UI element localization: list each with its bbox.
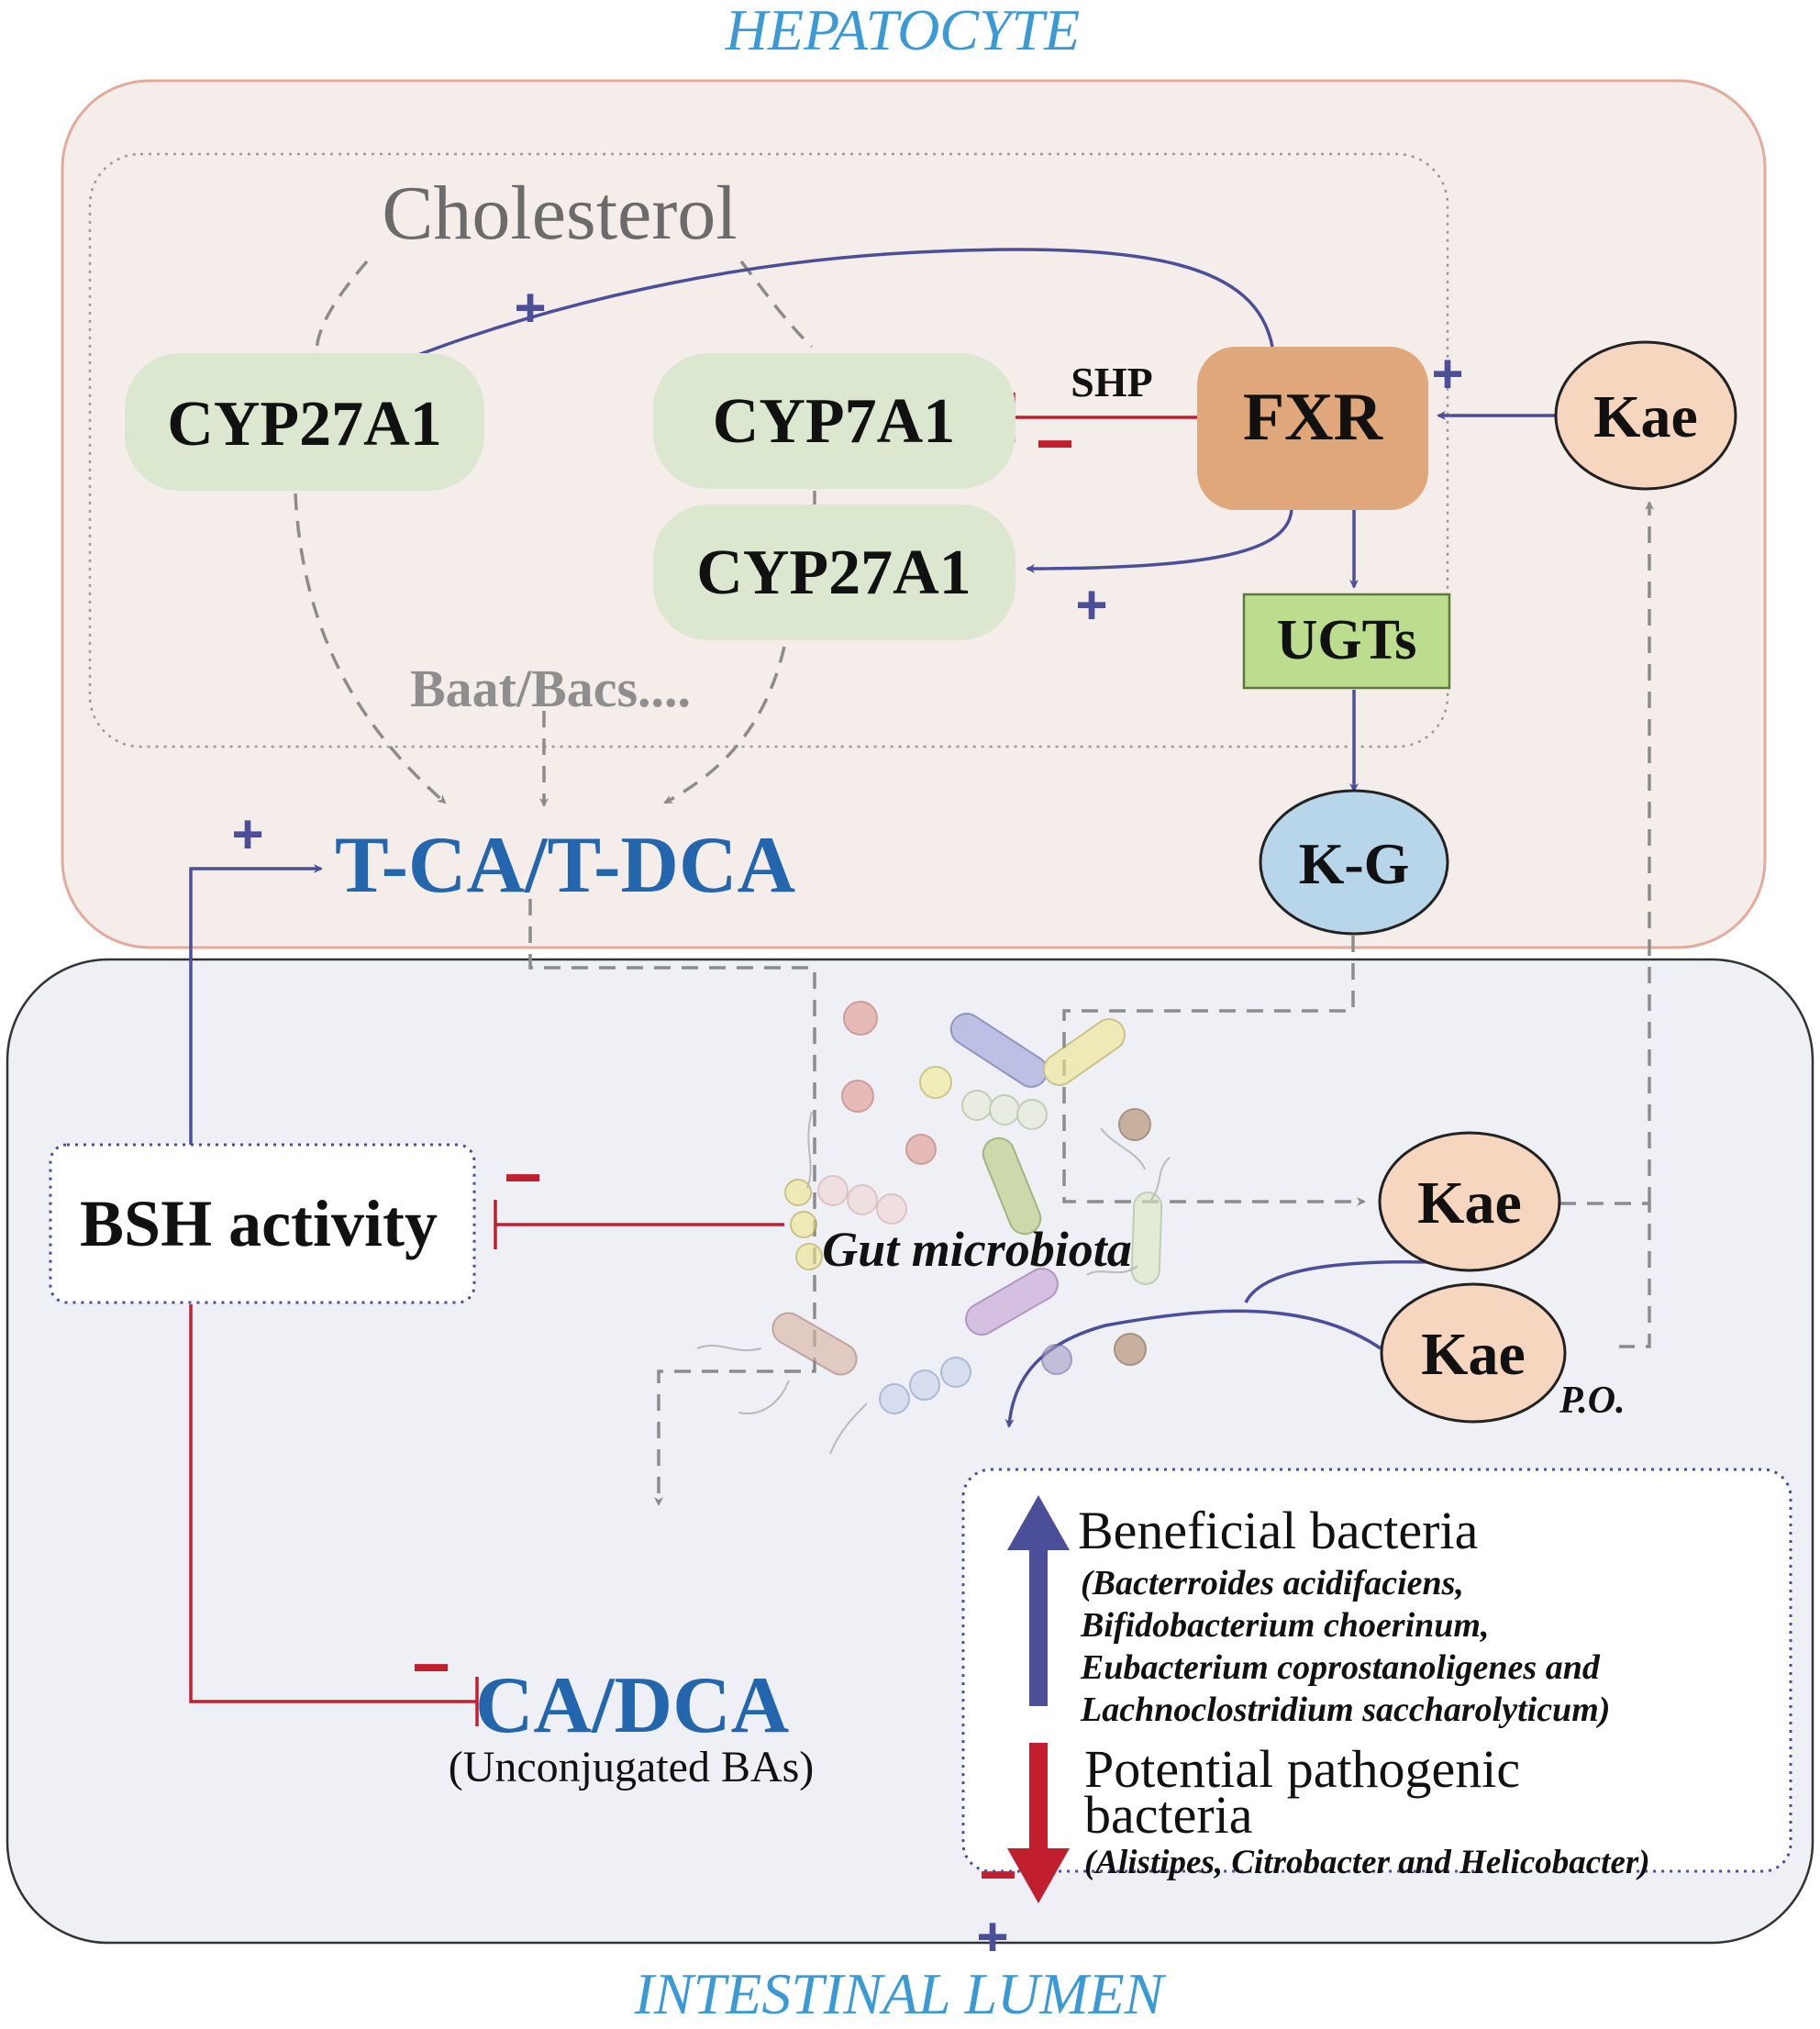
hepatocyte-label: HEPATOCYTE [725, 0, 1081, 62]
regulation-signs: + + + + + − − − − [231, 277, 1463, 1968]
intestinal-lumen-label: INTESTINAL LUMEN [634, 1961, 1167, 2026]
ugts-node [1242, 593, 1451, 690]
bsh-activity-label: BSH activity [80, 1187, 438, 1260]
cholesterol-label: Cholesterol [382, 171, 737, 256]
beneficial-species-line-2: Bifidobacterium choerinum, [1080, 1606, 1489, 1645]
kae-liver-node [1554, 340, 1737, 491]
synthesis-dashed-paths [294, 260, 1654, 1506]
baat-bacs-label: Baat/Bacs.... [410, 659, 691, 718]
cyp27a1-center-node [653, 504, 1015, 640]
plus-sign-beneficial: + [976, 1906, 1008, 1968]
beneficial-species-line-3: Eubacterium coprostanoligenes and [1080, 1648, 1601, 1687]
bacteria-effects-box [961, 1468, 1792, 1873]
beneficial-species-line-4: Lachnoclostridium saccharolyticum) [1080, 1691, 1610, 1729]
bsh-activity-box [49, 1143, 476, 1304]
plus-sign-tca: + [231, 804, 263, 865]
plus-sign-cyp27a1-left: + [514, 277, 546, 338]
fxr-node [1197, 347, 1428, 510]
activation-arrows [189, 248, 1557, 1428]
cholesterol-metabolism-box [88, 152, 1449, 748]
cyp27a1-left-label: CYP27A1 [167, 389, 441, 460]
kae-oral-label: Kae [1421, 1321, 1526, 1388]
fxr-label: FXR [1243, 380, 1384, 455]
plus-sign-cyp27a1-center: + [1075, 574, 1107, 636]
ca-dca-subtitle: (Unconjugated BAs) [449, 1743, 815, 1791]
kae-liver-label: Kae [1593, 383, 1698, 450]
plus-sign-fxr: + [1431, 343, 1463, 405]
beneficial-bacteria-title: Beneficial bacteria [1078, 1501, 1478, 1560]
increase-arrow [1007, 1495, 1070, 1706]
kae-oral-node [1380, 1282, 1567, 1424]
shp-edge-label: SHP [1071, 359, 1152, 405]
decrease-arrow [1007, 1743, 1070, 1903]
kae-gut-node [1378, 1131, 1561, 1272]
pathogenic-bacteria-title-2: bacteria [1084, 1785, 1253, 1845]
cyp27a1-left-node [125, 353, 484, 491]
cyp7a1-node [653, 353, 1015, 489]
kg-node [1259, 789, 1449, 936]
pathogenic-species: (Alistipes, Citrobacter and Helicobacter… [1084, 1844, 1650, 1881]
pathogenic-bacteria-title-1: Potential pathogenic [1084, 1739, 1520, 1799]
minus-sign-cyp7a1: − [1036, 407, 1074, 481]
tca-tdca-label: T-CA/T-DCA [335, 821, 795, 910]
minus-sign-bsh: − [504, 1141, 542, 1214]
gut-microbiota-label: Gut microbiota [822, 1222, 1132, 1277]
cyp7a1-label: CYP7A1 [713, 386, 955, 457]
beneficial-species-line-1: (Bacterroides acidifaciens, [1081, 1564, 1464, 1602]
minus-sign-ca-dca: − [412, 1631, 450, 1704]
cyp27a1-center-label: CYP27A1 [696, 538, 971, 608]
po-label: P.O. [1559, 1380, 1626, 1422]
ca-dca-label: CA/DCA [475, 1661, 789, 1750]
kg-label: K-G [1299, 831, 1410, 896]
kae-gut-label: Kae [1417, 1170, 1522, 1236]
ugts-label: UGTs [1277, 609, 1417, 671]
gut-microbiota-cluster [696, 1001, 1171, 1455]
